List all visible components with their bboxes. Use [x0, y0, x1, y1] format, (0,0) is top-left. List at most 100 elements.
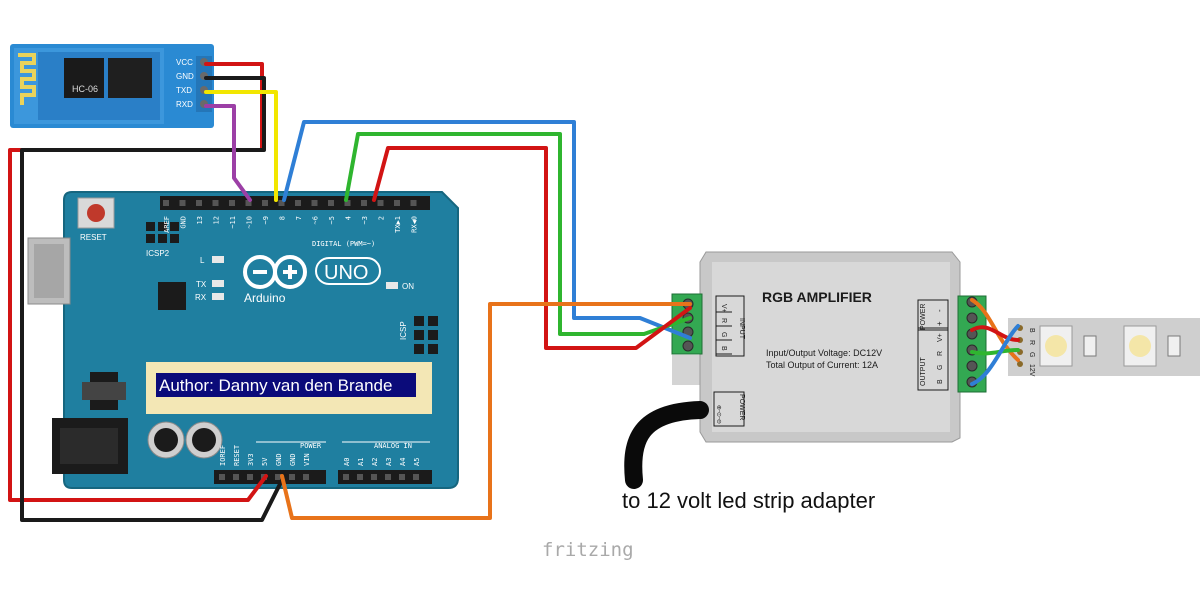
- digital-pin-label: TX▶1: [394, 216, 402, 233]
- icsp-label: ICSP: [399, 321, 408, 340]
- regulator-tab: [82, 382, 126, 400]
- adapter-cable: [624, 401, 709, 489]
- power-label: POWER: [300, 442, 322, 450]
- wire-blue-pin9: [282, 120, 692, 340]
- amp-title: RGB AMPLIFIER: [762, 289, 872, 305]
- power-pin-label: GND: [275, 453, 283, 466]
- analog-label: ANALOG IN: [374, 442, 412, 450]
- hc06-pin-label: VCC: [176, 58, 193, 67]
- analog-pin: [399, 474, 405, 480]
- power-pin: [289, 474, 295, 480]
- logo-minus: [253, 270, 267, 274]
- hc06-chip: [64, 58, 104, 98]
- digital-pin: [377, 200, 384, 206]
- digital-pin-label: GND: [180, 216, 188, 229]
- strip-resistor-1: [1083, 335, 1097, 357]
- wire-yellow-txd: [204, 90, 278, 202]
- analog-pin-label: A4: [399, 458, 407, 466]
- arduino-brand: Arduino: [244, 291, 286, 305]
- digital-pin-label: 8: [279, 216, 287, 220]
- small-chip: [158, 282, 186, 310]
- digital-pin-label: 13: [196, 216, 204, 224]
- led-on-label: ON: [402, 282, 414, 291]
- led-tx-label: TX: [196, 280, 207, 289]
- digital-pin: [311, 200, 318, 206]
- amp-output-pin-label: V+: [937, 333, 944, 342]
- wire-green-pin5: [344, 132, 692, 336]
- power-pin: [247, 474, 253, 480]
- amp-input-label: INPUT: [738, 318, 745, 340]
- digital-pin: [245, 200, 252, 206]
- digital-pin: [295, 200, 301, 206]
- digital-pin-label: ~3: [361, 216, 369, 224]
- amp-input-screw: [682, 340, 694, 352]
- digital-pin: [163, 200, 169, 206]
- wire-red-strip: [970, 325, 1020, 342]
- amp-output-pin-label: G: [937, 365, 944, 370]
- amp-spec-current: Total Output of Current: 12A: [766, 360, 878, 370]
- reset-button-cap: [87, 204, 105, 222]
- led-rx: [212, 293, 224, 300]
- amp-input-pin-label: G: [720, 332, 727, 337]
- digital-pin-label: ~5: [328, 216, 336, 224]
- adapter-note: to 12 volt led strip adapter: [622, 488, 875, 513]
- icsp-header: [414, 316, 438, 354]
- analog-pin-label: A1: [357, 458, 365, 466]
- digital-pin-label: ~11: [229, 216, 237, 229]
- analog-pin-label: A2: [371, 458, 379, 466]
- wire-orange-gnd-vplus: [280, 302, 692, 520]
- analog-pin: [371, 474, 377, 480]
- digital-pin-label: 2: [378, 216, 386, 220]
- logo-ring-right: [273, 255, 307, 289]
- digital-pin-label: AREF: [163, 216, 171, 233]
- digital-pin-label: ~10: [246, 216, 254, 229]
- power-pin-label: GND: [289, 453, 297, 466]
- digital-pin: [262, 200, 268, 206]
- analog-pin: [357, 474, 363, 480]
- power-pin-label: IOREF: [219, 445, 227, 466]
- icsp2-header: [146, 222, 179, 243]
- digital-pin: [344, 200, 351, 206]
- amp-output-label: OUTPUT: [920, 357, 927, 387]
- led-tx: [212, 280, 224, 287]
- digital-pin: [410, 200, 417, 206]
- hc06-pin-label: RXD: [176, 100, 193, 109]
- amp-input-pins: V+RGB: [716, 304, 732, 355]
- amp-input-pin-label: V+: [720, 304, 727, 313]
- amp-spec-voltage: Input/Output Voltage: DC12V: [766, 348, 882, 358]
- capacitor-1-top: [154, 428, 178, 452]
- icsp2-pin: [170, 234, 179, 243]
- digital-pin: [394, 200, 400, 206]
- strip-led-1-lens: [1045, 335, 1067, 357]
- uno-badge: [315, 257, 381, 285]
- digital-pin: [196, 200, 202, 206]
- strip-pin-label: R: [1028, 340, 1035, 345]
- wire-purple-rxd: [204, 104, 252, 202]
- digital-pin-label: RX◀0: [411, 216, 419, 233]
- icsp-pin: [414, 344, 424, 354]
- icsp2-pin: [158, 234, 167, 243]
- amp-power-pin-label: -: [935, 309, 944, 312]
- wire-blue-strip: [970, 324, 1020, 386]
- icsp2-label: ICSP2: [146, 249, 170, 258]
- amp-input-pin-label: R: [720, 318, 727, 323]
- amp-output-box: [917, 327, 949, 391]
- antenna-trace: [18, 53, 36, 105]
- power-pin: [219, 474, 225, 480]
- analog-pin-label: A5: [413, 458, 421, 466]
- strip-pad: [1017, 361, 1023, 367]
- arduino-logo: [243, 255, 307, 289]
- hc06-pin-header: [196, 56, 212, 112]
- digital-pin: [361, 200, 367, 206]
- strip-led-2-lens: [1129, 335, 1151, 357]
- icsp2-pin: [146, 222, 155, 231]
- power-header: [214, 470, 326, 484]
- amp-output-pin-label: B: [937, 379, 944, 384]
- led-l: [212, 256, 224, 263]
